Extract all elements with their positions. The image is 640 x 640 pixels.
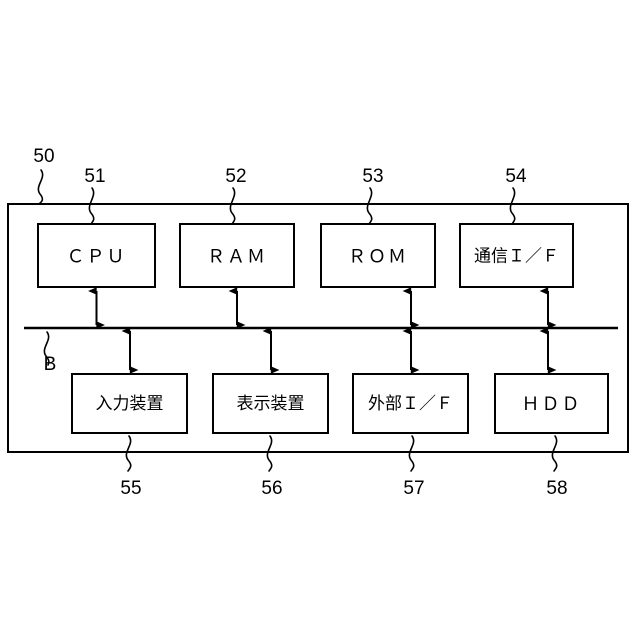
squiggle-53 bbox=[366, 187, 373, 225]
squiggle-55 bbox=[125, 435, 132, 472]
ref-number-bus: B bbox=[44, 354, 57, 375]
block-ram-label: ＲＡＭ bbox=[207, 247, 267, 267]
ref-number-57: 57 bbox=[403, 478, 424, 499]
lead-line-50: 50 bbox=[33, 146, 55, 205]
lead-line-58: 58 bbox=[546, 435, 568, 499]
squiggle-51 bbox=[88, 187, 95, 225]
squiggle-bus bbox=[43, 331, 50, 366]
block-input-device-rect[interactable] bbox=[71, 373, 188, 434]
block-external-if[interactable]: 外部Ｉ／Ｆ bbox=[352, 373, 469, 434]
lead-line-56: 56 bbox=[261, 435, 283, 499]
squiggle-54 bbox=[509, 187, 516, 225]
outer-frame bbox=[7, 203, 629, 453]
block-rom-rect[interactable] bbox=[320, 223, 436, 288]
squiggle-50 bbox=[37, 169, 44, 205]
block-input-device[interactable]: 入力装置 bbox=[71, 373, 188, 434]
outer-frame-rect bbox=[7, 203, 629, 453]
ref-number-50: 50 bbox=[33, 146, 54, 167]
ref-number-58: 58 bbox=[546, 478, 567, 499]
squiggle-52 bbox=[229, 187, 236, 225]
lead-line-51: 51 bbox=[84, 166, 106, 225]
block-hdd-label: ＨＤＤ bbox=[522, 394, 582, 414]
ref-number-52: 52 bbox=[225, 166, 246, 187]
ref-number-55: 55 bbox=[120, 478, 141, 499]
block-display-device[interactable]: 表示装置 bbox=[212, 373, 329, 434]
block-hdd[interactable]: ＨＤＤ bbox=[494, 373, 609, 434]
block-rom-label: ＲＯＭ bbox=[348, 247, 408, 267]
lead-line-57: 57 bbox=[403, 435, 425, 499]
block-external-if-rect[interactable] bbox=[352, 373, 469, 434]
squiggle-56 bbox=[266, 435, 273, 472]
lead-line-52: 52 bbox=[225, 166, 247, 225]
block-input-device-label: 入力装置 bbox=[96, 394, 164, 414]
squiggle-57 bbox=[408, 435, 415, 472]
block-rom[interactable]: ＲＯＭ bbox=[320, 223, 436, 288]
bottom-row-connectors bbox=[121, 327, 557, 374]
lead-line-55: 55 bbox=[120, 435, 142, 499]
block-communication-if[interactable]: 通信Ｉ／Ｆ bbox=[459, 223, 574, 288]
block-cpu-label: ＣＰＵ bbox=[67, 247, 127, 267]
ref-number-54: 54 bbox=[505, 166, 527, 187]
ref-number-56: 56 bbox=[261, 478, 282, 499]
block-display-device-label: 表示装置 bbox=[237, 394, 305, 414]
lead-line-54: 54 bbox=[505, 166, 527, 225]
block-communication-if-rect[interactable] bbox=[459, 223, 574, 288]
bottom-row-group: 入力装置 55 表示装置 56 外部Ｉ／Ｆ 57 bbox=[71, 373, 609, 499]
block-communication-if-label: 通信Ｉ／Ｆ bbox=[474, 247, 559, 267]
ref-number-51: 51 bbox=[84, 166, 105, 187]
ref-number-53: 53 bbox=[362, 166, 383, 187]
block-external-if-label: 外部Ｉ／Ｆ bbox=[368, 394, 453, 414]
block-ram[interactable]: ＲＡＭ bbox=[179, 223, 295, 288]
block-cpu[interactable]: ＣＰＵ bbox=[37, 223, 156, 288]
bus: B bbox=[24, 326, 618, 375]
top-row-group: ＣＰＵ 51 ＲＡＭ 52 ＲＯＭ 53 bbox=[37, 166, 574, 288]
block-display-device-rect[interactable] bbox=[212, 373, 329, 434]
top-row-connectors bbox=[88, 287, 557, 329]
squiggle-58 bbox=[551, 435, 558, 472]
block-ram-rect[interactable] bbox=[179, 223, 295, 288]
block-hdd-rect[interactable] bbox=[494, 373, 609, 434]
lead-line-53: 53 bbox=[362, 166, 384, 225]
block-cpu-rect[interactable] bbox=[37, 223, 156, 288]
